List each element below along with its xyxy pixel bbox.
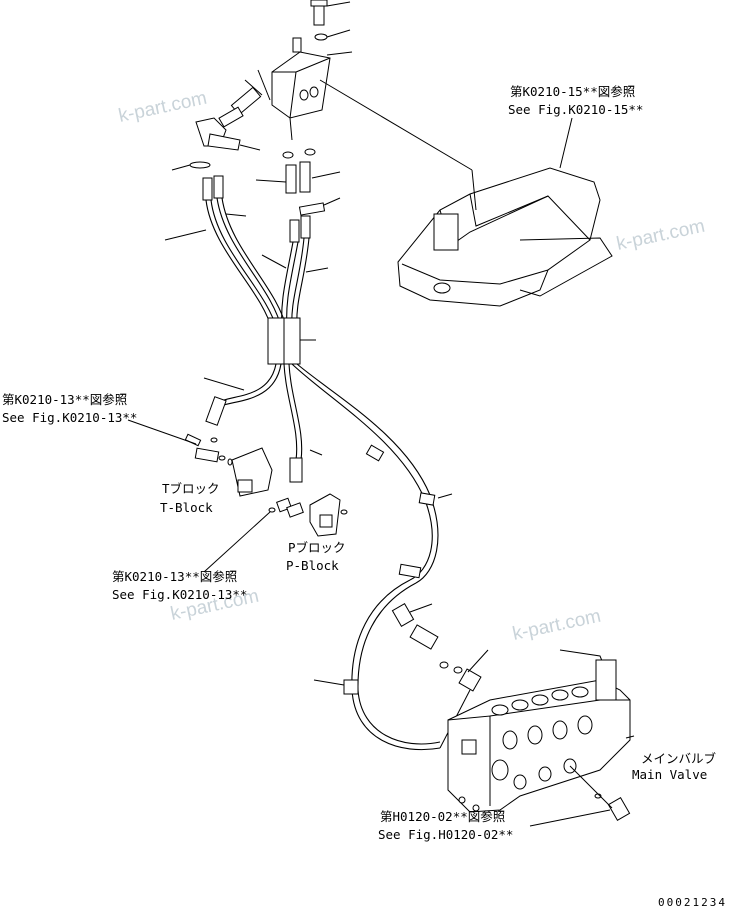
hose-fittings	[171, 148, 341, 216]
reference-en-label: See Fig.K0210-13**	[2, 410, 137, 425]
p-block	[268, 493, 348, 537]
main-valve-label: メインバルブ Main Valve	[632, 751, 717, 782]
watermark: k-part.com	[615, 216, 707, 255]
reference-jp-label: 第H0120-02**図参照	[380, 809, 505, 824]
hose-bundle	[164, 175, 453, 751]
valve-fittings	[391, 603, 489, 749]
watermark: k-part.com	[117, 88, 209, 127]
part-en-label: P-Block	[286, 558, 339, 573]
t-block-label: Tブロック T-Block	[160, 481, 220, 515]
leader-line	[529, 809, 611, 827]
cover-assembly	[319, 79, 613, 307]
bolt	[310, 0, 353, 56]
p-block-label: Pブロック P-Block	[286, 540, 346, 573]
reference-jp-label: 第K0210-13**図参照	[112, 569, 237, 584]
reference-jp-label: 第K0210-15**図参照	[510, 84, 635, 99]
part-jp-label: メインバルブ	[641, 751, 717, 766]
reference-k0210-13-bottom: 第K0210-13**図参照 See Fig.K0210-13**	[112, 569, 247, 602]
reference-k0210-15: 第K0210-15**図参照 See Fig.K0210-15**	[508, 84, 643, 117]
main-valve	[447, 649, 635, 821]
elbow-fittings	[195, 69, 271, 151]
leader-line	[203, 511, 271, 573]
reference-en-label: See Fig.K0210-15**	[508, 102, 643, 117]
reference-k0210-13-top: 第K0210-13**図参照 See Fig.K0210-13**	[2, 392, 137, 425]
part-jp-label: Pブロック	[288, 540, 346, 555]
reference-en-label: See Fig.K0210-13**	[112, 587, 247, 602]
reference-jp-label: 第K0210-13**図参照	[2, 392, 127, 407]
part-en-label: T-Block	[160, 500, 213, 515]
part-jp-label: Tブロック	[162, 481, 220, 496]
watermark: k-part.com	[511, 606, 603, 645]
drawing-number: 00021234	[658, 896, 727, 909]
t-block	[184, 433, 273, 497]
leader-line	[127, 419, 197, 445]
valve-block	[271, 37, 331, 141]
reference-h0120-02: 第H0120-02**図参照 See Fig.H0120-02**	[378, 809, 513, 842]
part-en-label: Main Valve	[632, 767, 707, 782]
reference-en-label: See Fig.H0120-02**	[378, 827, 513, 842]
